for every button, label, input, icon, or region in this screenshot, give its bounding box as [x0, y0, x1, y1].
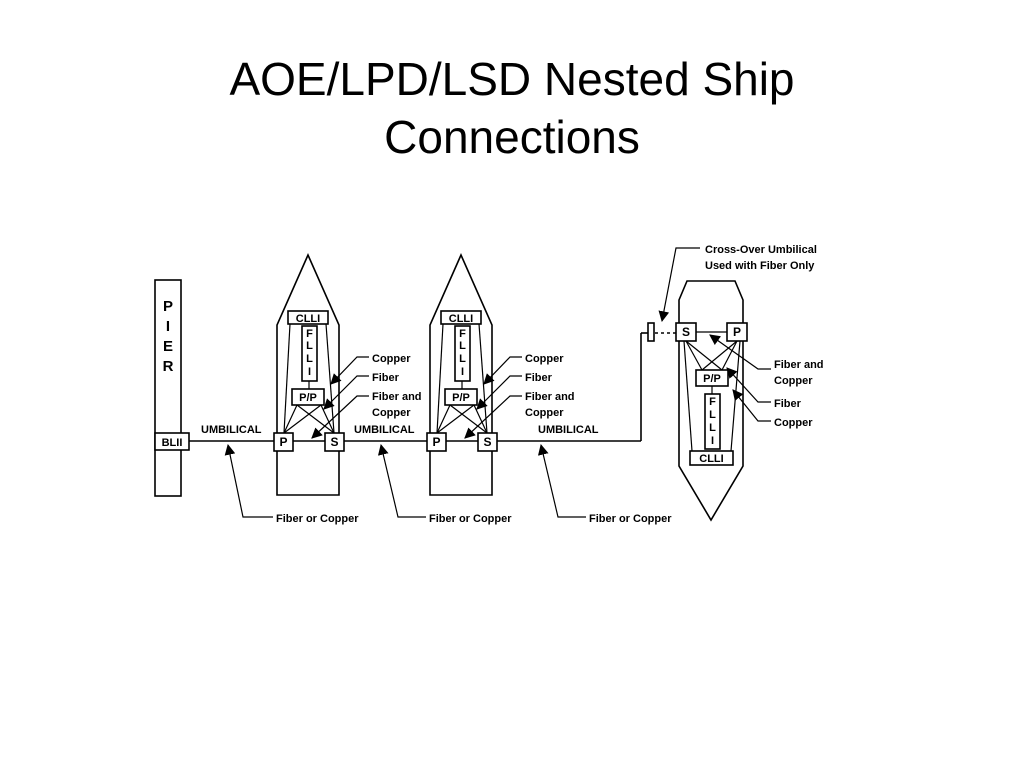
copper-label: Copper — [372, 407, 411, 419]
cross-over-connector — [647, 322, 655, 342]
page-title: AOE/LPD/LSD Nested Ship Connections — [0, 50, 1024, 166]
pier-letter-p: P — [163, 298, 173, 315]
clli-box: CLLI — [296, 313, 320, 325]
flli-letter: I — [308, 366, 311, 378]
ship-1: CLLI F L L I P/P P S Copper Fiber Fiber … — [273, 253, 422, 496]
ship-3: S P P/P F L L I CLLI Fiber and Copper Fi… — [675, 280, 824, 522]
fiber-label: Fiber — [774, 398, 802, 410]
flli-letter: L — [306, 340, 313, 352]
p-box: P — [432, 435, 440, 449]
pp-box: P/P — [299, 392, 317, 404]
pier-letter-r: R — [163, 358, 174, 375]
clli-box: CLLI — [699, 453, 723, 465]
fiber-or-copper-label: Fiber or Copper — [429, 513, 512, 525]
pp-box: P/P — [703, 373, 721, 385]
fiber-or-copper-label: Fiber or Copper — [589, 513, 672, 525]
flli-letter: L — [306, 353, 313, 365]
flli-letter: L — [459, 353, 466, 365]
fiber-or-copper-label: Fiber or Copper — [276, 513, 359, 525]
pier: P I E R BLII — [154, 279, 190, 497]
s-box: S — [330, 435, 338, 449]
flli-letter: I — [461, 366, 464, 378]
flli-letter: L — [709, 409, 716, 421]
s-box: S — [483, 435, 491, 449]
s-box: S — [682, 325, 690, 339]
flli-letter: F — [459, 328, 466, 340]
clli-box: CLLI — [449, 313, 473, 325]
copper-label: Copper — [525, 353, 564, 365]
flli-letter: L — [459, 340, 466, 352]
pier-letter-i: I — [166, 318, 170, 335]
fiber-label: Fiber — [525, 372, 553, 384]
blii-box: BLII — [162, 437, 183, 449]
flli-letter: F — [306, 328, 313, 340]
pp-box: P/P — [452, 392, 470, 404]
umbilical-label: UMBILICAL — [201, 424, 262, 436]
pier-letter-e: E — [163, 338, 173, 355]
copper-label: Copper — [372, 353, 411, 365]
umbilical-label: UMBILICAL — [354, 424, 415, 436]
title-line-1: AOE/LPD/LSD Nested Ship — [229, 53, 795, 105]
fiber-and-label: Fiber and — [525, 391, 575, 403]
cross-over-label-line-1: Cross-Over Umbilical — [705, 244, 817, 256]
copper-label: Copper — [525, 407, 564, 419]
fiber-label: Fiber — [372, 372, 400, 384]
copper-label: Copper — [774, 375, 813, 387]
ship-2: CLLI F L L I P/P P S Copper Fiber Fiber … — [426, 253, 575, 496]
umbilical-label: UMBILICAL — [538, 424, 599, 436]
flli-letter: F — [709, 396, 716, 408]
flli-letter: L — [709, 422, 716, 434]
fiber-and-label: Fiber and — [372, 391, 422, 403]
copper-label: Copper — [774, 417, 813, 429]
fiber-and-label: Fiber and — [774, 359, 824, 371]
flli-letter: I — [711, 435, 714, 447]
title-line-2: Connections — [384, 111, 640, 163]
p-box: P — [279, 435, 287, 449]
p-box: P — [733, 325, 741, 339]
cross-over-label-line-2: Used with Fiber Only — [705, 260, 815, 272]
